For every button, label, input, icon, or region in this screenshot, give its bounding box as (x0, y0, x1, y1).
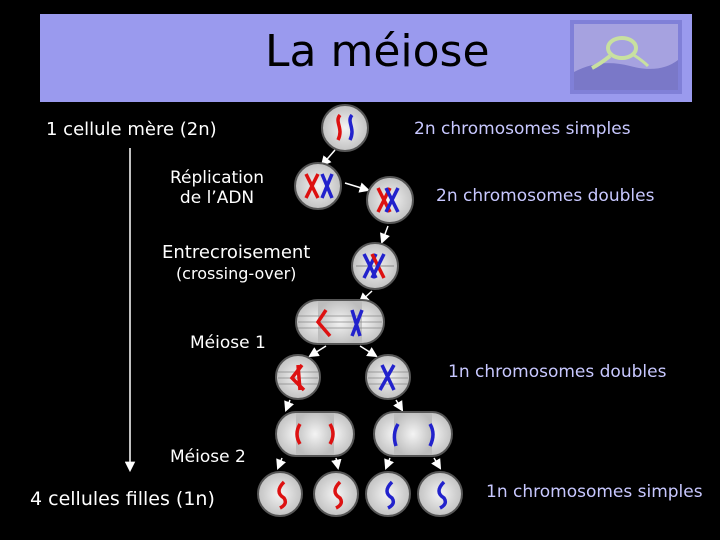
meiosis1-label: Méiose 1 (190, 333, 266, 353)
replication-line-2: de l’ADN (179, 188, 255, 209)
cell-meiosis2-right (373, 411, 453, 457)
replication-line-1: Réplication (170, 168, 265, 188)
annotation-1n-double: 1n chromosomes doubles (448, 362, 667, 382)
annotation-1n-simple: 1n chromosomes simples (486, 482, 703, 502)
cell-crossing-over (351, 242, 399, 290)
daughter-cells-label: 4 cellules filles (1n) (30, 488, 215, 510)
daughter-cell-4 (417, 471, 463, 517)
crossing-over-label: Entrecroisement (crossing-over) (162, 242, 310, 283)
daughter-cell-3 (365, 471, 411, 517)
cell-replicating (294, 162, 342, 210)
daughter-cell-1 (257, 471, 303, 517)
daughter-cell-2 (313, 471, 359, 517)
cell-meiosis1-right (365, 354, 411, 400)
cell-meiosis2-left (275, 411, 355, 457)
crossing-line-1: Entrecroisement (162, 242, 311, 263)
cell-mother (321, 104, 369, 152)
replication-label: Réplication de l’ADN (170, 168, 264, 209)
mother-cell-label: 1 cellule mère (2n) (46, 119, 217, 140)
microscope-image (570, 20, 682, 94)
crossing-line-2: (crossing-over) (175, 263, 297, 283)
meiosis2-label: Méiose 2 (170, 447, 246, 467)
cell-doubled (366, 176, 414, 224)
cell-meiosis1-left (275, 354, 321, 400)
annotation-2n-simple: 2n chromosomes simples (414, 119, 631, 139)
cell-meiosis1-division (295, 299, 385, 345)
annotation-2n-double: 2n chromosomes doubles (436, 186, 655, 206)
page-title: La méiose (265, 26, 490, 77)
